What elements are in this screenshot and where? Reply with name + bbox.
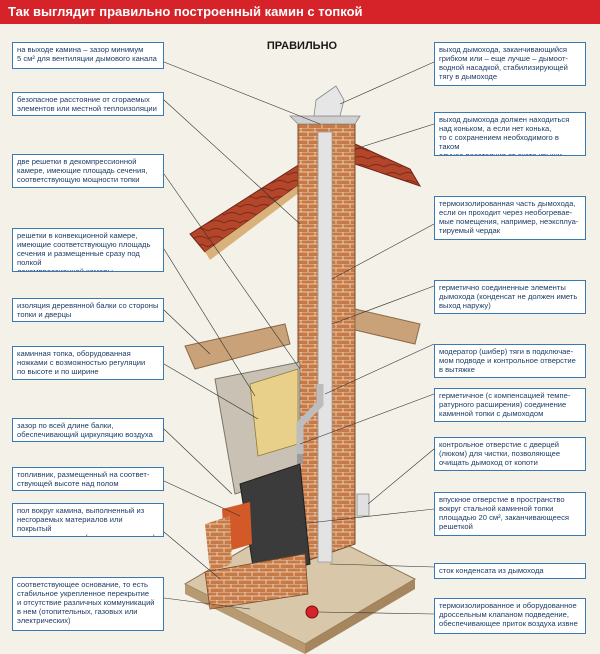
page-title: Так выглядит правильно построенный камин… (8, 4, 363, 19)
label-right-3: термоизолированная часть дымохода, если … (434, 196, 586, 240)
chimney (289, 85, 361, 565)
label-left-4: решетки в конвекционной камере, имеющие … (12, 228, 164, 272)
fireplace-enclosure (214, 361, 303, 495)
label-left-2: безопасное расстояние от сгораемых элеме… (12, 92, 164, 116)
callout-lines (163, 61, 435, 615)
label-right-2: выход дымохода должен находиться над кон… (434, 112, 586, 156)
label-right-9: сток конденсата из дымохода (434, 563, 586, 579)
label-left-8: топливник, размещенный на соответ- ствую… (12, 467, 164, 491)
label-left-6: каминная топка, оборудованная ножками с … (12, 346, 164, 380)
label-left-7: зазор по всей длине балки, обеспечивающи… (12, 418, 164, 442)
label-right-10: термоизолированное и оборудованное дросс… (434, 598, 586, 634)
title-bar: Так выглядит правильно построенный камин… (0, 0, 600, 24)
roof (189, 143, 422, 260)
label-left-3: две решетки в декомпрессионной камере, и… (12, 154, 164, 188)
label-right-4: герметично соединенные элементы дымохода… (434, 280, 586, 314)
label-right-8: впускное отверстие в пространство вокруг… (434, 492, 586, 536)
label-right-7: контрольное отверстие с дверцей (люком) … (434, 437, 586, 471)
label-left-9: пол вокруг камина, выполненный из несгор… (12, 503, 164, 537)
center-label: ПРАВИЛЬНО (266, 40, 338, 52)
label-right-6: герметичное (с компенсацией темпе- ратур… (434, 388, 586, 422)
fireplace-diagram (163, 61, 435, 654)
label-left-1: на выходе камина – зазор минимум 5 см² д… (12, 42, 164, 69)
label-left-10: соответствующее основание, то есть стаби… (12, 577, 164, 631)
ceiling-slab (184, 308, 421, 370)
firebox (204, 463, 311, 610)
label-left-5: изоляция деревянной балки со стороны топ… (12, 298, 164, 322)
label-right-5: модератор (шибер) тяги в подключае- мом … (434, 344, 586, 378)
label-right-1: выход дымохода, заканчивающийся грибком … (434, 42, 586, 86)
connector-pipes (296, 384, 370, 619)
